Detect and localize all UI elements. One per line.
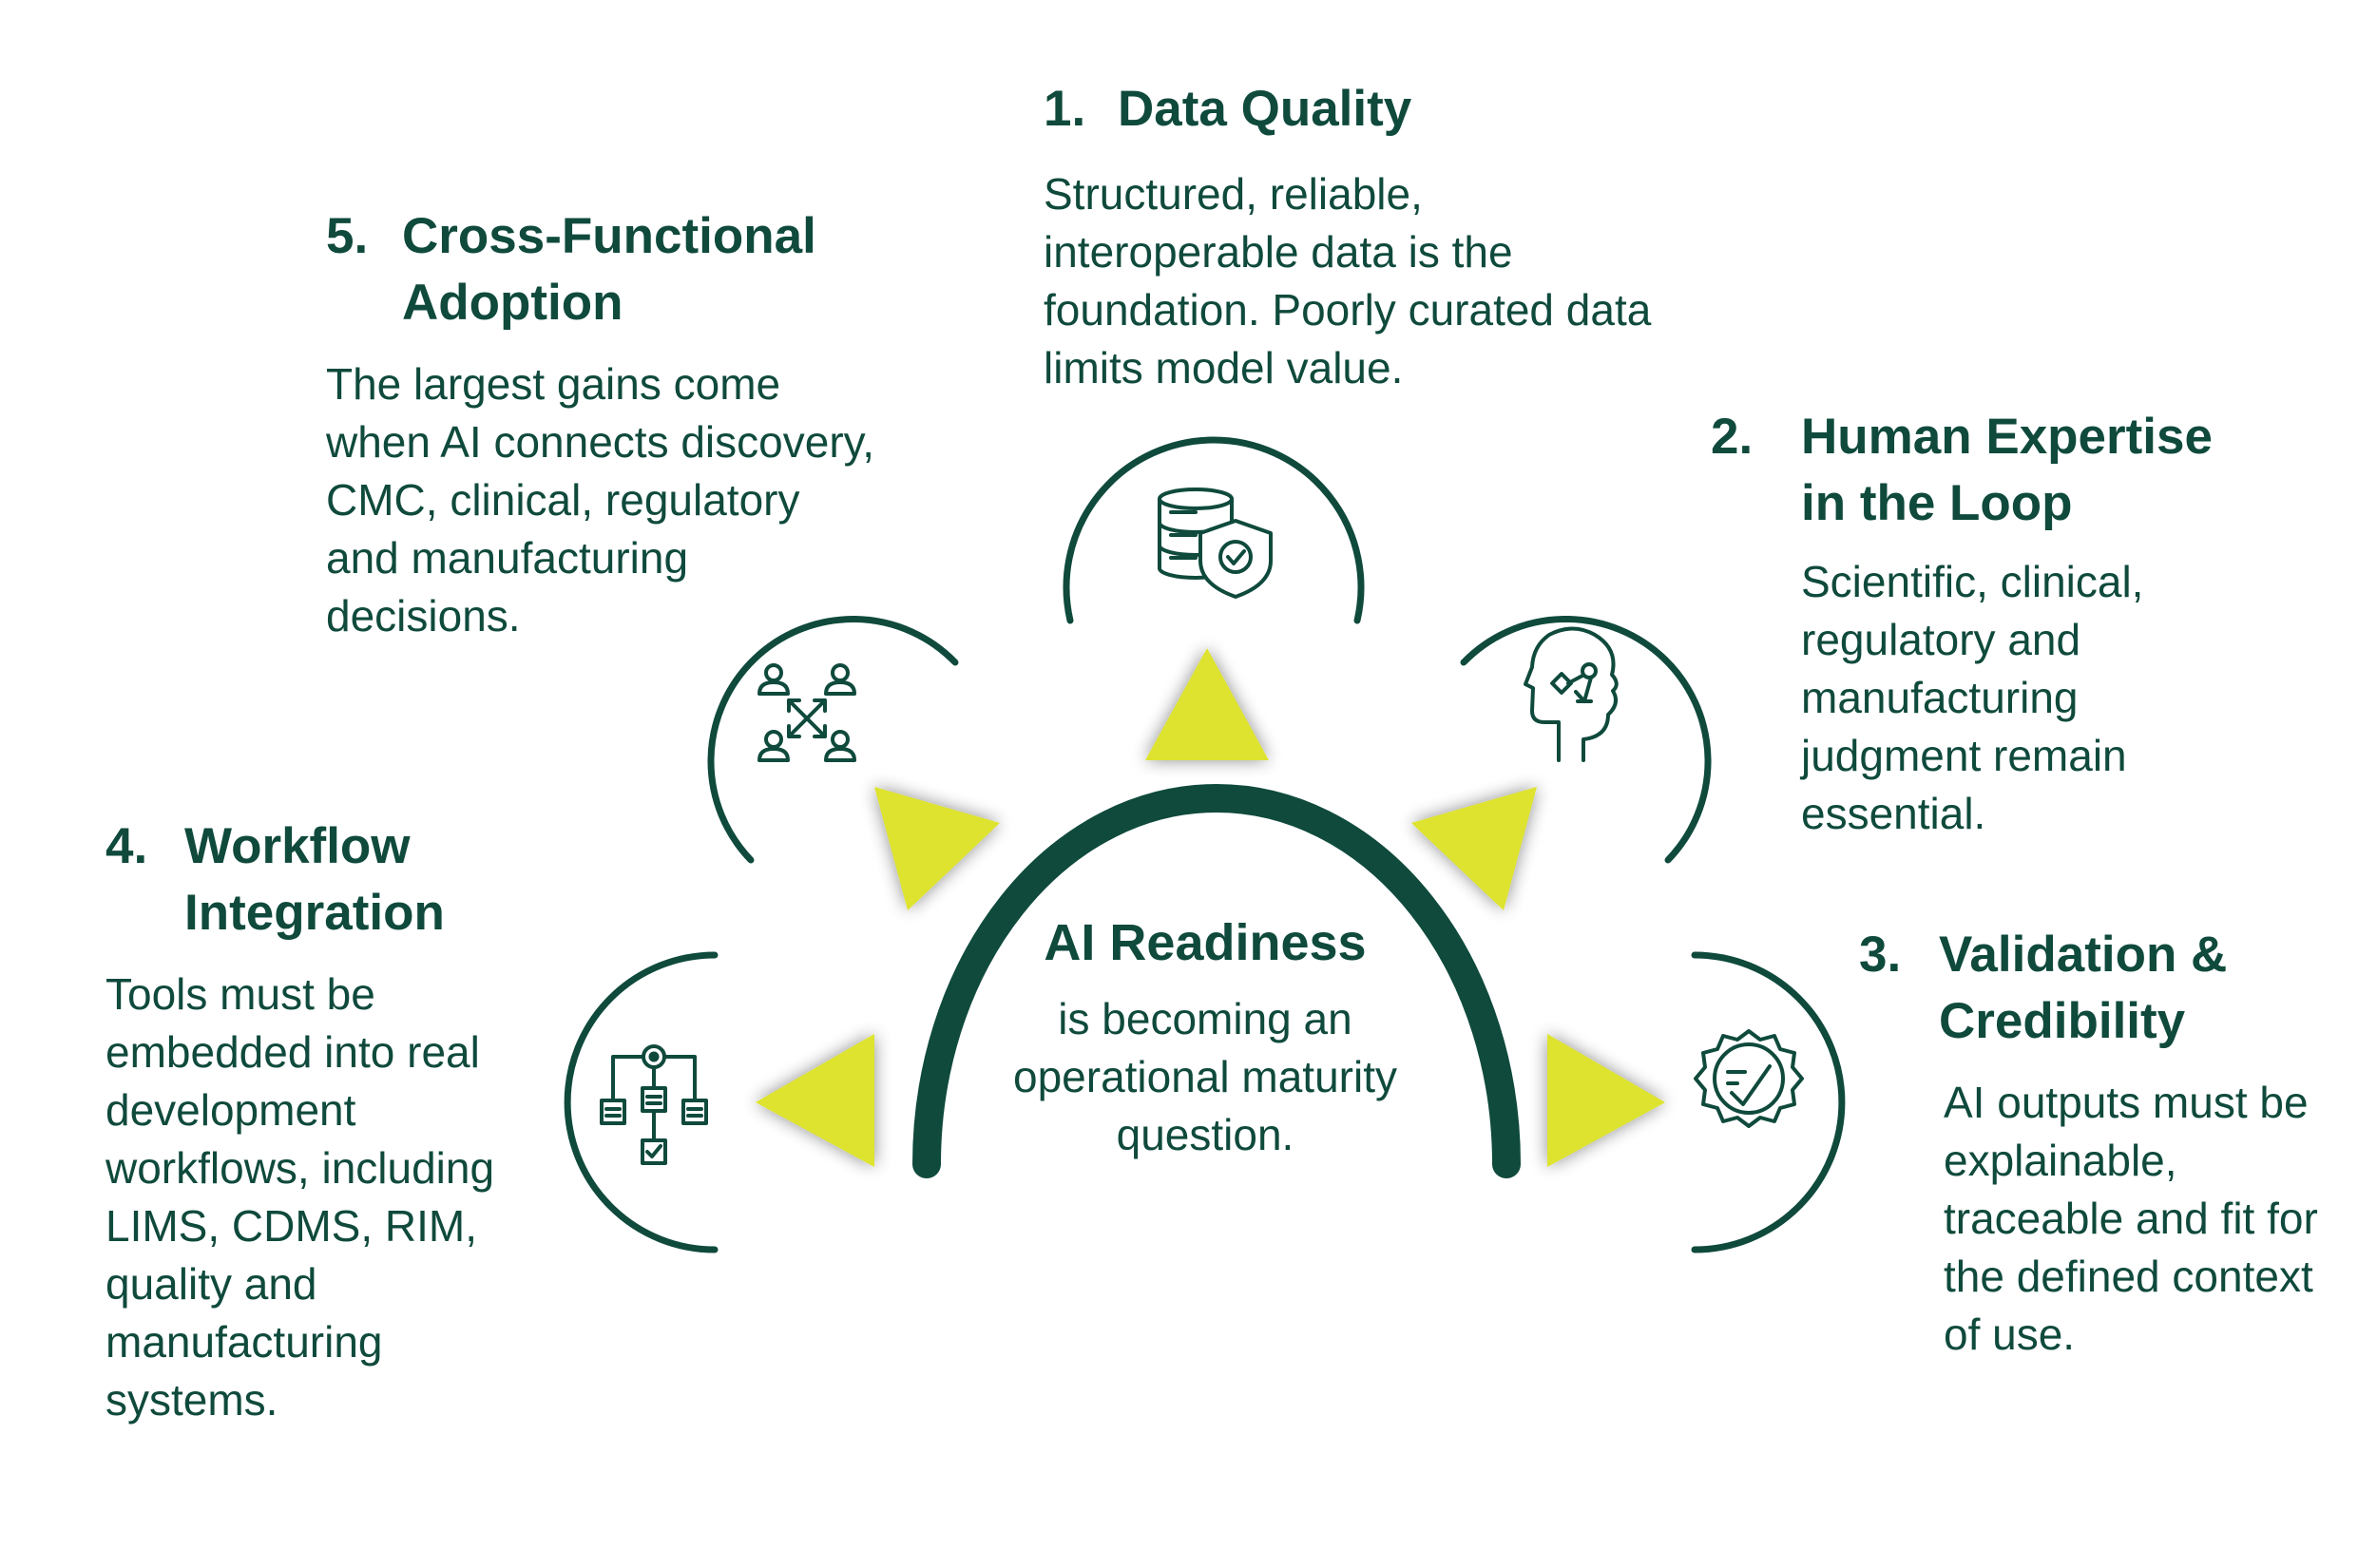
item-title-line1: Human Expertise [1801, 409, 2213, 465]
item-data-quality-description: Structured, reliable, interoperable data… [1044, 169, 1652, 392]
item-number: 5. [326, 208, 369, 264]
center-arc [912, 784, 1521, 1178]
center-subtitle: is becoming an operational maturity ques… [1013, 994, 1397, 1159]
item-title-line2: Adoption [402, 275, 623, 331]
workflow-flowchart-icon [600, 1044, 708, 1165]
item-title-line1: Workflow [184, 818, 411, 874]
triangle-upper-left [874, 787, 1000, 910]
item-title-line2: Integration [184, 885, 445, 941]
item-number: 4. [105, 818, 148, 874]
item-title-line1: Data Quality [1118, 81, 1412, 137]
item-validation-heading: 3. Validation & Credibility [1859, 922, 2227, 1055]
item-title-line1: Validation & [1939, 927, 2228, 983]
item-workflow-description: Tools must be embedded into real develop… [105, 969, 495, 1425]
item-cross-functional-description: The largest gains come when AI connects … [326, 359, 874, 641]
item-cross-functional-heading: 5. Cross-Functional Adoption [326, 203, 816, 336]
database-shield-icon [1158, 488, 1273, 599]
people-network-icon [757, 663, 856, 762]
item-title-line2: in the Loop [1801, 475, 2073, 531]
arc-data-quality [1063, 436, 1365, 624]
item-title-line2: Credibility [1939, 993, 2186, 1049]
triangle-upper-right [1411, 787, 1537, 910]
arc-workflow [564, 951, 719, 1253]
certified-badge-icon [1694, 1029, 1804, 1128]
arc-cross-functional [707, 615, 959, 864]
arc-validation [1691, 951, 1846, 1253]
triangle-left [756, 1034, 874, 1167]
item-data-quality-heading: 1. Data Quality [1044, 76, 1411, 143]
item-validation-description: AI outputs must be explainable, traceabl… [1944, 1078, 2318, 1359]
arc-human-expertise [1460, 615, 1712, 864]
head-brain-icon [1524, 626, 1619, 762]
center-title: AI Readiness [1044, 914, 1367, 971]
item-number: 1. [1044, 81, 1086, 137]
triangle-right [1547, 1034, 1665, 1167]
item-number: 2. [1711, 409, 1754, 465]
item-number: 3. [1859, 927, 1902, 983]
item-workflow-heading: 4. Workflow Integration [105, 813, 445, 947]
item-human-expertise-heading: 2. Human Expertise in the Loop [1711, 404, 2213, 537]
item-title-line1: Cross-Functional [402, 208, 816, 264]
item-human-expertise-description: Scientific, clinical, regulatory and man… [1801, 557, 2144, 838]
triangle-up [1145, 648, 1269, 760]
